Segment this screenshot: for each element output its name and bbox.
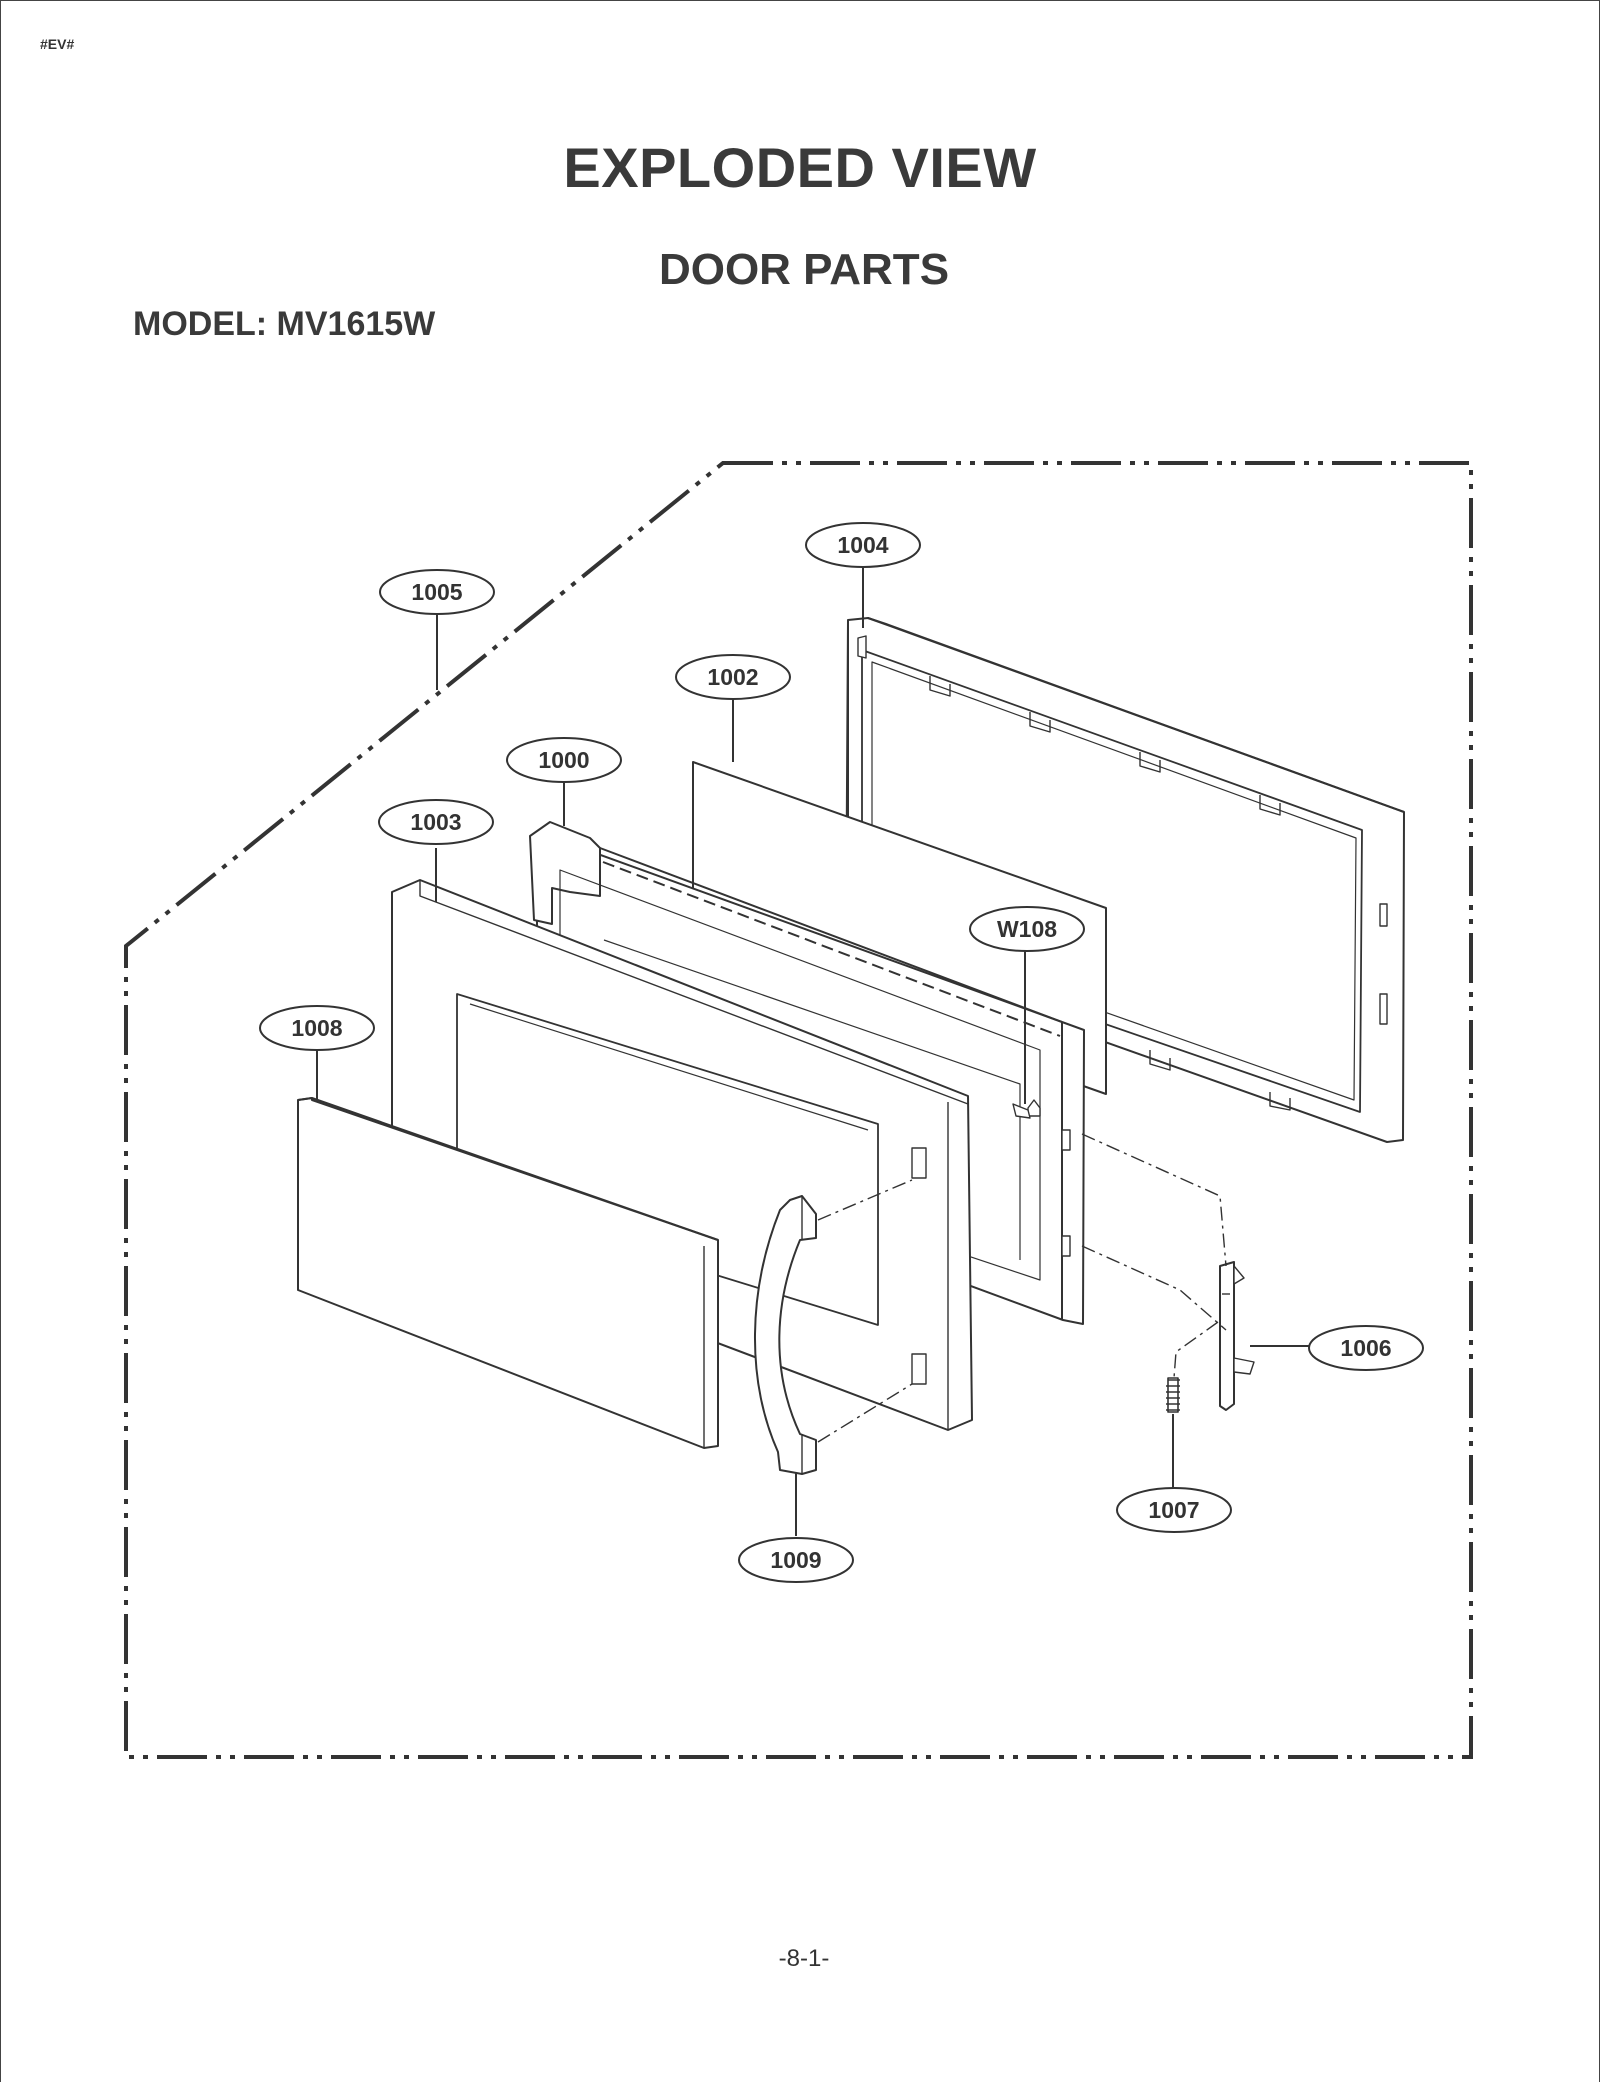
svg-text:1002: 1002 (707, 664, 758, 690)
callout-1003: 1003 (378, 799, 494, 845)
svg-text:1003: 1003 (410, 809, 461, 835)
model-label: MODEL: MV1615W (133, 305, 436, 343)
callout-1000: 1000 (506, 737, 622, 783)
svg-text:1006: 1006 (1340, 1335, 1391, 1361)
svg-text:W108: W108 (997, 916, 1057, 942)
callout-1006: 1006 (1308, 1325, 1424, 1371)
svg-text:1009: 1009 (770, 1547, 821, 1573)
part-1006-latch-hook (1219, 1261, 1255, 1411)
svg-text:1000: 1000 (538, 747, 589, 773)
page-title: EXPLODED VIEW (563, 136, 1037, 199)
section-subtitle: DOOR PARTS (658, 245, 950, 294)
assembly-boundary (124, 461, 1473, 1759)
callout-1007: 1007 (1116, 1487, 1232, 1533)
callout-1002: 1002 (675, 654, 791, 700)
callout-1008: 1008 (259, 1005, 375, 1051)
part-1009-handle (754, 1195, 817, 1475)
part-1008-door-cover (297, 1097, 719, 1449)
callout-w108: W108 (969, 906, 1085, 952)
leader-lines (316, 568, 1315, 1536)
assembly-guide-lines (817, 1133, 1227, 1443)
svg-text:1005: 1005 (411, 579, 462, 605)
part-1007-spring (1166, 1377, 1180, 1413)
svg-text:1008: 1008 (291, 1015, 342, 1041)
svg-text:1004: 1004 (837, 532, 888, 558)
callout-1005: 1005 (379, 569, 495, 615)
callout-1009: 1009 (738, 1537, 854, 1583)
svg-text:1007: 1007 (1148, 1497, 1199, 1523)
document-tag: #EV# (40, 36, 75, 52)
callout-1004: 1004 (805, 522, 921, 568)
page-number: -8-1- (778, 1945, 830, 1972)
part-1003-door-body (391, 879, 973, 1431)
part-w108-screw (1012, 1103, 1031, 1119)
